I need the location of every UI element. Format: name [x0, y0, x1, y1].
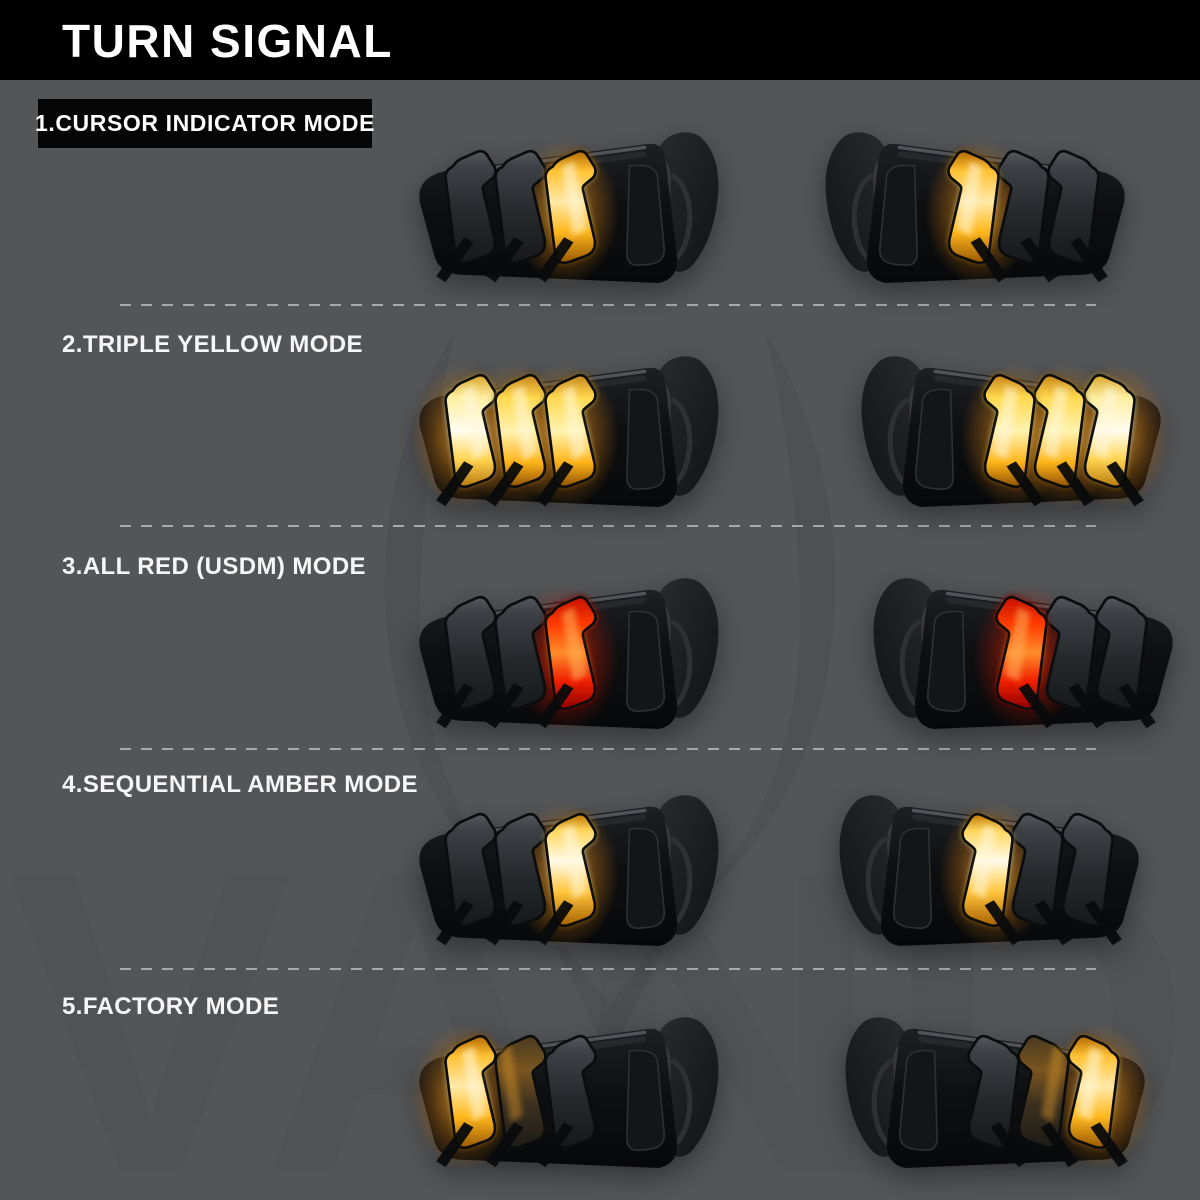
mode-1-label-text: 1.CURSOR INDICATOR MODE: [34, 110, 376, 136]
mode-2-label: 2.TRIPLE YELLOW MODE: [62, 331, 363, 358]
tail-light-right-mode-1: [818, 127, 1140, 301]
dashed-separator: [120, 748, 1096, 750]
tail-light-left-mode-4: [404, 790, 726, 964]
dashed-separator: [120, 525, 1096, 527]
tail-light-left-mode-1: [404, 127, 726, 301]
tail-light-left-mode-3: [404, 573, 726, 747]
tail-light-left-mode-2: [404, 351, 726, 525]
header-bar: TURN SIGNAL: [0, 0, 1200, 80]
tail-light-right-mode-3: [866, 573, 1188, 747]
tail-light-left-mode-5: [404, 1012, 726, 1186]
dashed-separator: [120, 968, 1096, 970]
mode-5-label: 5.FACTORY MODE: [62, 993, 280, 1020]
mode-3-label: 3.ALL RED (USDM) MODE: [62, 553, 366, 580]
mode-1-label: 1.CURSOR INDICATOR MODE: [34, 99, 376, 148]
tail-light-right-mode-4: [832, 790, 1154, 964]
tail-light-right-mode-5: [838, 1012, 1160, 1186]
tail-light-right-mode-2: [854, 351, 1176, 525]
page-title: TURN SIGNAL: [62, 15, 393, 67]
dashed-separator: [120, 304, 1096, 306]
mode-4-label: 4.SEQUENTIAL AMBER MODE: [62, 771, 418, 798]
